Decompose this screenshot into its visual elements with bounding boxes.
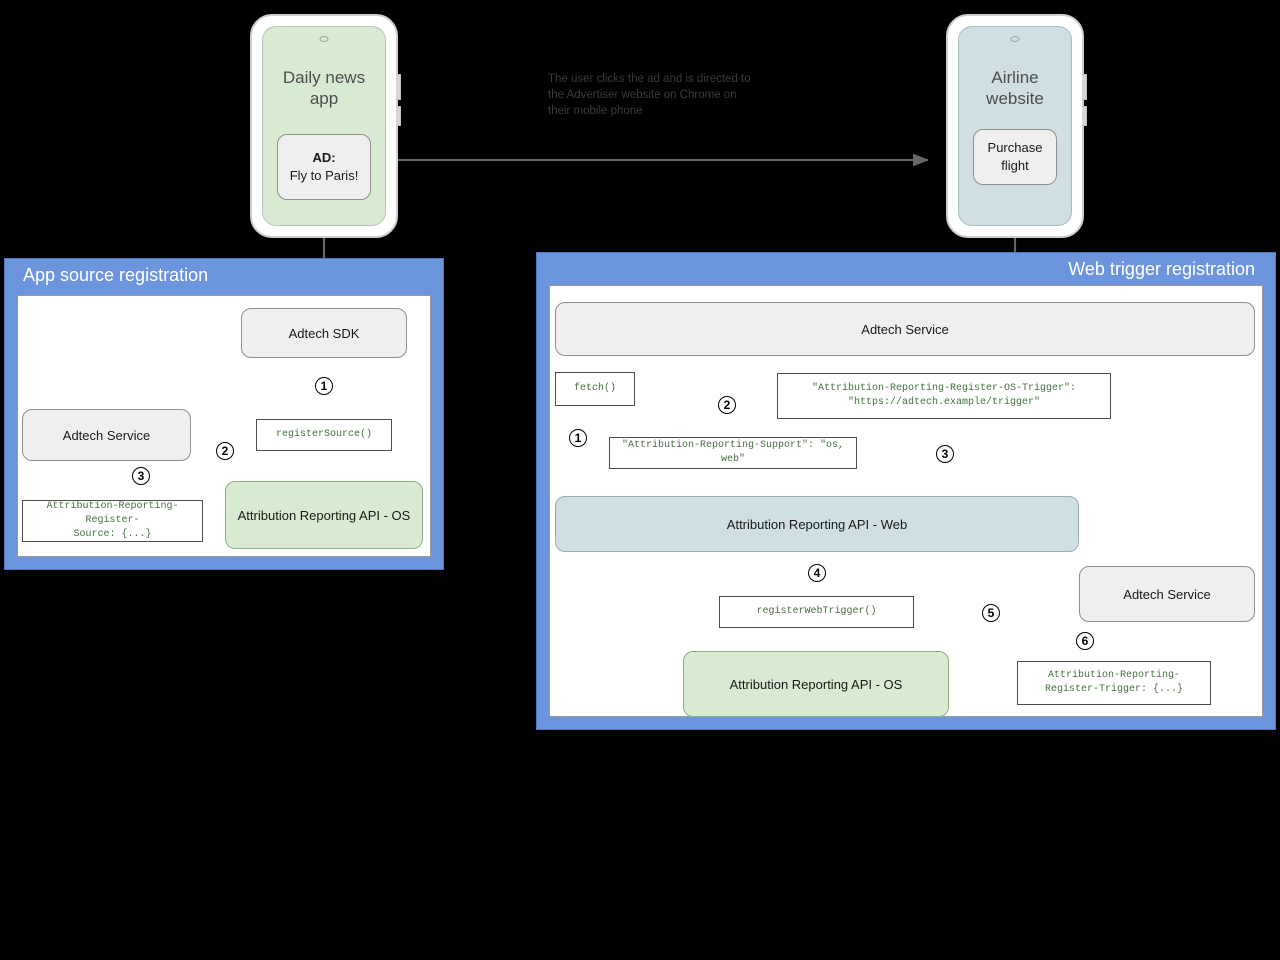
node-adtech-sdk-label: Adtech SDK [288, 325, 360, 341]
purchase-flight-line1: Purchase [987, 140, 1043, 155]
codebox-register-os-trigger: "Attribution-Reporting-Register-OS-Trigg… [777, 373, 1111, 419]
step-marker-1-left: 1 [315, 377, 333, 395]
codebox-register-source-header-text: Attribution-Reporting-Register- Source: … [46, 501, 179, 540]
ad-card-text: Fly to Paris! [289, 168, 359, 183]
advertiser-phone: Airline website Purchase flight [946, 14, 1087, 238]
step-number: 5 [987, 606, 995, 620]
codebox-register-web-trigger-text: registerWebTrigger() [756, 606, 877, 617]
node-ar-api-os-right[interactable]: Attribution Reporting API - OS [683, 651, 949, 717]
publisher-phone-screen: Daily news app AD: Fly to Paris! [262, 26, 386, 226]
step-number: 2 [723, 398, 731, 412]
step-marker-1-right: 1 [569, 429, 587, 447]
step-number: 3 [137, 469, 145, 483]
node-ar-api-web[interactable]: Attribution Reporting API - Web [555, 496, 1079, 552]
codebox-register-web-trigger: registerWebTrigger() [719, 596, 914, 628]
node-ar-api-os-left[interactable]: Attribution Reporting API - OS [225, 481, 423, 549]
publisher-phone: Daily news app AD: Fly to Paris! [250, 14, 401, 238]
step-marker-5-right: 5 [982, 604, 1000, 622]
ad-card[interactable]: AD: Fly to Paris! [277, 134, 371, 200]
app-source-panel-title: App source registration [23, 265, 209, 285]
step-marker-2-left: 2 [216, 442, 234, 460]
codebox-fetch: fetch() [555, 372, 635, 406]
codebox-register-trigger-header: Attribution-Reporting- Register-Trigger:… [1017, 661, 1211, 705]
codebox-register-trigger-header-text: Attribution-Reporting- Register-Trigger:… [1044, 670, 1184, 695]
phone-camera-icon [319, 36, 329, 42]
node-adtech-service-left-label: Adtech Service [62, 427, 151, 443]
advertiser-phone-title: Airline website [986, 68, 1044, 108]
step-number: 2 [221, 444, 229, 458]
node-adtech-service-top-label: Adtech Service [861, 321, 949, 337]
phone-power-button [1082, 106, 1087, 126]
node-ar-api-web-label: Attribution Reporting API - Web [726, 516, 908, 532]
step-marker-3-right: 3 [936, 445, 954, 463]
advertiser-phone-screen: Airline website Purchase flight [958, 26, 1072, 226]
codebox-support-header-text: "Attribution-Reporting-Support": "os, we… [621, 440, 845, 465]
step-number: 1 [574, 431, 582, 445]
publisher-phone-title: Daily news app [282, 68, 366, 108]
step-marker-2-right: 2 [718, 396, 736, 414]
step-marker-4-right: 4 [808, 564, 826, 582]
flow-caption: The user clicks the ad and is directed t… [548, 73, 751, 117]
codebox-fetch-text: fetch() [573, 383, 616, 394]
purchase-flight-card[interactable]: Purchase flight [973, 129, 1057, 185]
node-ar-api-os-right-label: Attribution Reporting API - OS [729, 676, 903, 692]
codebox-register-source-text: registerSource() [275, 429, 372, 440]
purchase-flight-line2: flight [1001, 158, 1029, 173]
codebox-support-header: "Attribution-Reporting-Support": "os, we… [609, 437, 857, 469]
codebox-register-source-header: Attribution-Reporting-Register- Source: … [22, 500, 203, 542]
ad-card-label: AD: [312, 150, 336, 165]
node-adtech-service-right[interactable]: Adtech Service [1079, 566, 1255, 622]
node-adtech-service-top[interactable]: Adtech Service [555, 302, 1255, 356]
codebox-register-source: registerSource() [256, 419, 392, 451]
codebox-register-os-trigger-text: "Attribution-Reporting-Register-OS-Trigg… [811, 383, 1077, 408]
phone-power-button [396, 106, 401, 126]
phone-camera-icon [1010, 36, 1020, 42]
step-marker-6-right: 6 [1076, 632, 1094, 650]
step-number: 1 [320, 379, 328, 393]
phone-volume-button [396, 74, 401, 100]
step-number: 4 [813, 566, 821, 580]
web-trigger-panel-title: Web trigger registration [1068, 259, 1255, 279]
step-number: 6 [1081, 634, 1089, 648]
step-marker-3-left: 3 [132, 467, 150, 485]
node-adtech-service-left[interactable]: Adtech Service [22, 409, 191, 461]
node-adtech-sdk[interactable]: Adtech SDK [241, 308, 407, 358]
node-adtech-service-right-label: Adtech Service [1123, 586, 1211, 602]
node-ar-api-os-left-label: Attribution Reporting API - OS [237, 507, 411, 523]
step-number: 3 [941, 447, 949, 461]
phone-volume-button [1082, 74, 1087, 100]
